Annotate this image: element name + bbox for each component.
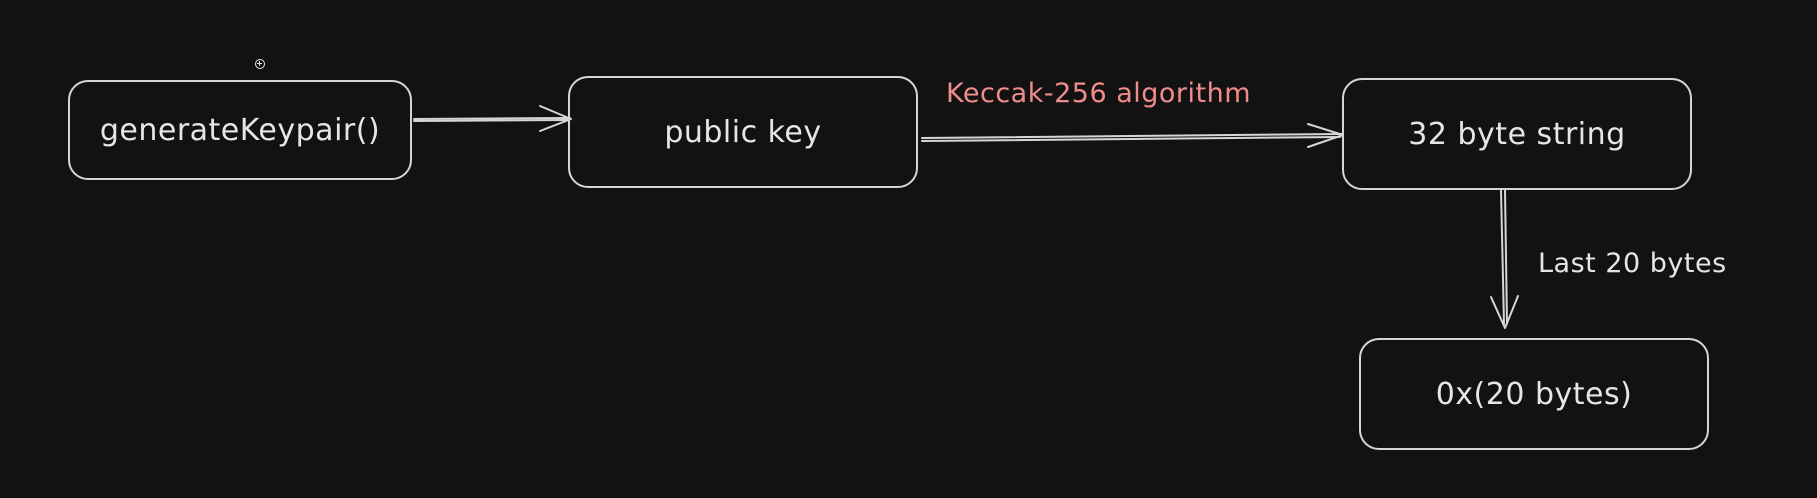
hash-string-label: 32 byte string xyxy=(1408,116,1626,152)
address-node: 0x(20 bytes) xyxy=(1359,338,1709,450)
address-label: 0x(20 bytes) xyxy=(1435,376,1633,412)
generate-keypair-node: generateKeypair() xyxy=(68,80,412,180)
generate-keypair-label: generateKeypair() xyxy=(99,112,381,148)
crosshair-cursor-icon xyxy=(255,59,265,69)
hash-string-node: 32 byte string xyxy=(1342,78,1692,190)
arrow-hash-to-address xyxy=(1490,189,1519,329)
public-key-label: public key xyxy=(664,114,822,150)
keccak-edge-label: Keccak-256 algorithm xyxy=(946,78,1252,109)
arrow-public-key-to-hash xyxy=(921,123,1344,148)
last-bytes-edge-label: Last 20 bytes xyxy=(1538,248,1727,279)
public-key-node: public key xyxy=(568,76,918,188)
arrow-keypair-to-public-key xyxy=(413,105,572,132)
